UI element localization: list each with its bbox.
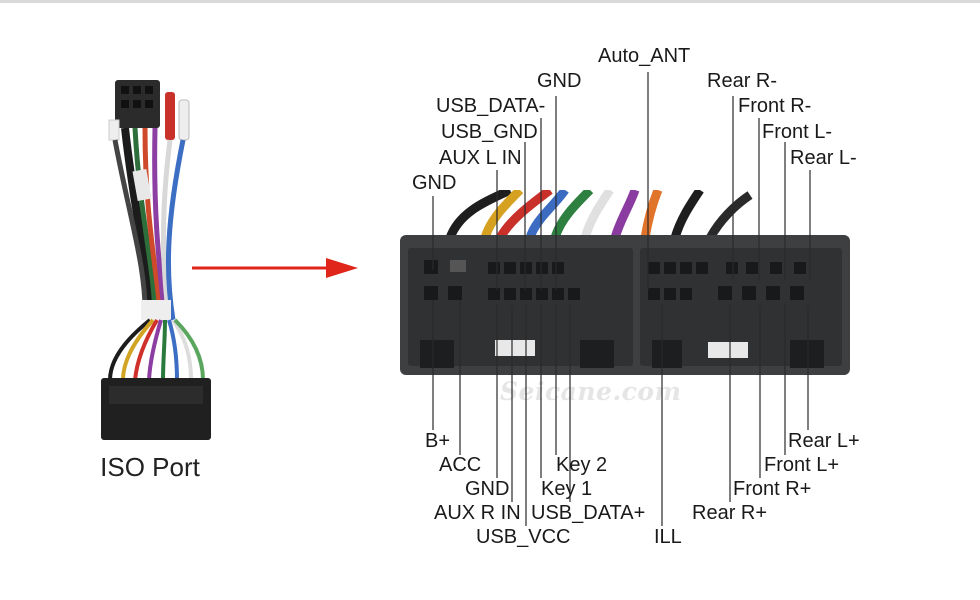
label-b-plus: B+ [425, 430, 451, 452]
iso-port-caption: ISO Port [100, 452, 200, 482]
label-front-r-minus: Front R- [738, 95, 812, 117]
top-divider [0, 0, 980, 3]
label-aux-l-in: AUX L IN [439, 147, 522, 169]
label-rear-l-minus: Rear L- [790, 147, 857, 169]
label-usb-data-minus: USB_DATA- [436, 95, 546, 117]
label-front-r-plus: Front R+ [733, 478, 812, 500]
label-acc: ACC [439, 454, 482, 476]
label-front-l-plus: Front L+ [764, 454, 840, 476]
label-usb-vcc: USB_VCC [476, 526, 571, 548]
label-key-1: Key 1 [541, 478, 593, 500]
label-front-l-minus: Front L- [762, 121, 833, 143]
label-auto-ant: Auto_ANT [598, 45, 691, 67]
label-key-2: Key 2 [556, 454, 608, 476]
label-usb-data-plus: USB_DATA+ [531, 502, 646, 524]
iso-harness-image [101, 80, 211, 440]
watermark: Seicane.com [500, 377, 682, 406]
label-rear-l-plus: Rear L+ [788, 430, 860, 452]
label-ill: ILL [654, 526, 682, 548]
label-gnd-left: GND [412, 172, 457, 194]
label-gnd-bottom: GND [465, 478, 510, 500]
label-gnd-top: GND [537, 70, 582, 92]
label-aux-r-in: AUX R IN [434, 502, 521, 524]
right-arrow-icon [192, 258, 358, 278]
label-rear-r-plus: Rear R+ [692, 502, 768, 524]
label-rear-r-minus: Rear R- [707, 70, 778, 92]
label-usb-gnd: USB_GND [441, 121, 538, 143]
